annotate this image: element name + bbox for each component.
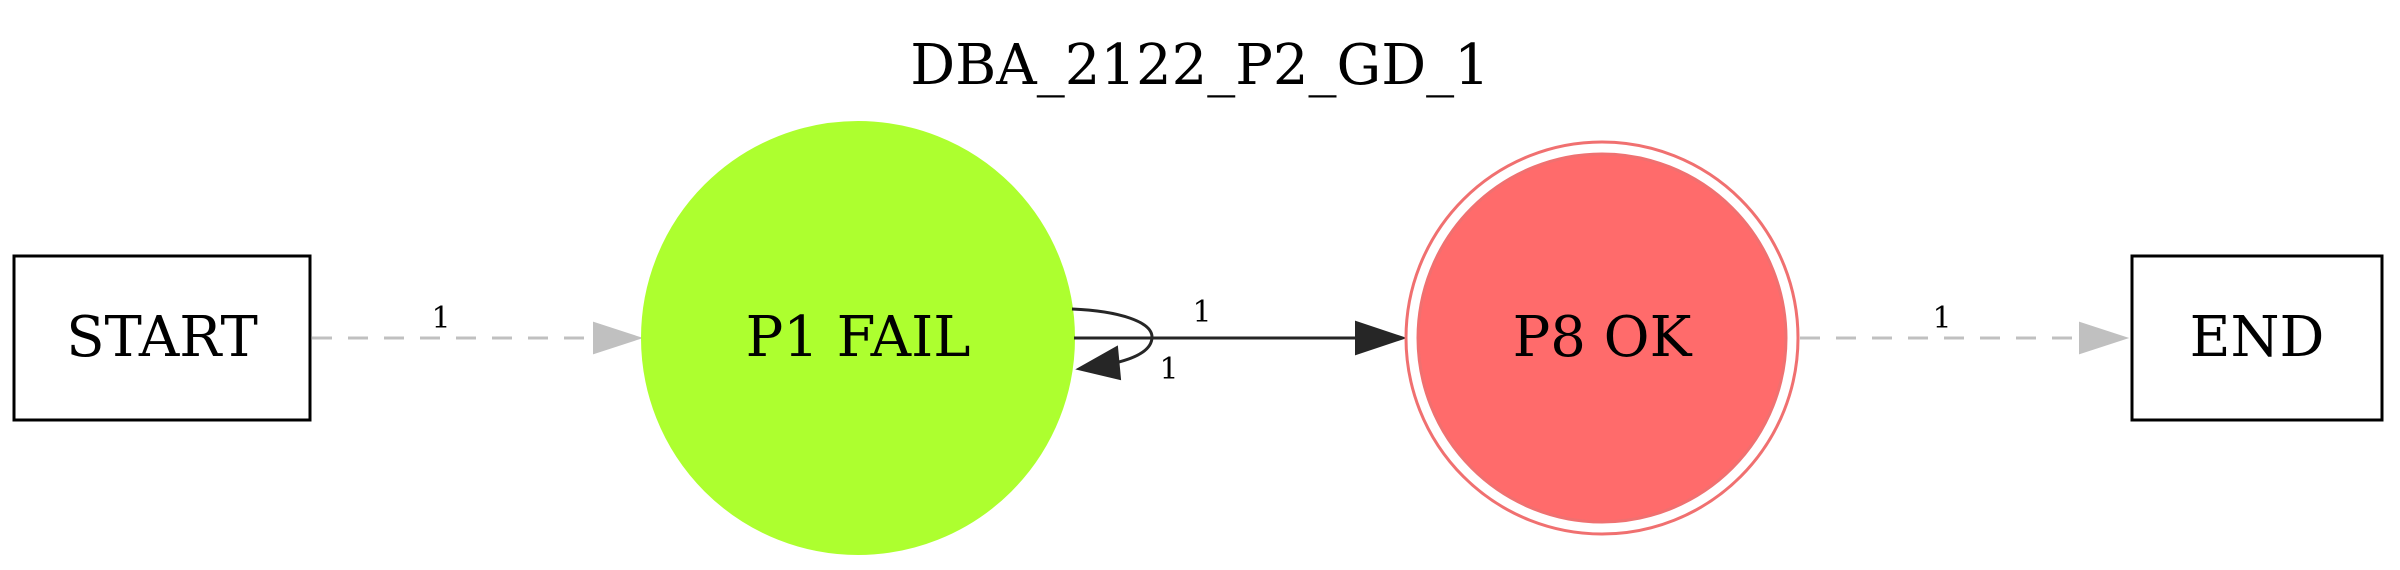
node-p8-ok-circle [1416,152,1788,524]
edge-start-to-p1: 1 [312,301,644,355]
node-p1-fail-label: P1 FAIL [746,305,971,370]
edge-p1-to-p8-arrowhead [1355,320,1408,356]
node-p8-ok-outer-ring [1404,140,1800,536]
edge-p8-to-end-label: 1 [1932,301,1951,336]
node-end: END [2130,254,2384,422]
edge-p1-self-loop-arrowhead [1075,345,1122,381]
edge-p1-self-loop: 1 [1071,307,1179,387]
edge-start-to-p1-label: 1 [431,301,450,336]
diagram-title: DBA_2122_P2_GD_1 [910,33,1490,98]
node-p8-ok-label: P8 OK [1513,305,1693,370]
node-end-label: END [2190,305,2325,370]
edge-p1-to-p8: 1 [1074,295,1408,356]
node-start: START [12,254,312,422]
edge-p8-to-end: 1 [1800,301,2130,355]
edge-p8-to-end-arrowhead [2079,321,2130,355]
node-end-box [2130,254,2384,422]
edge-start-to-p1-arrowhead [593,321,644,355]
node-p8-ok: P8 OK [1404,140,1800,536]
node-p1-fail: P1 FAIL [641,121,1075,555]
edge-p1-self-loop-label: 1 [1159,352,1178,387]
node-start-label: START [66,305,258,370]
node-start-box [12,254,312,422]
edge-p1-to-p8-label: 1 [1192,295,1211,330]
